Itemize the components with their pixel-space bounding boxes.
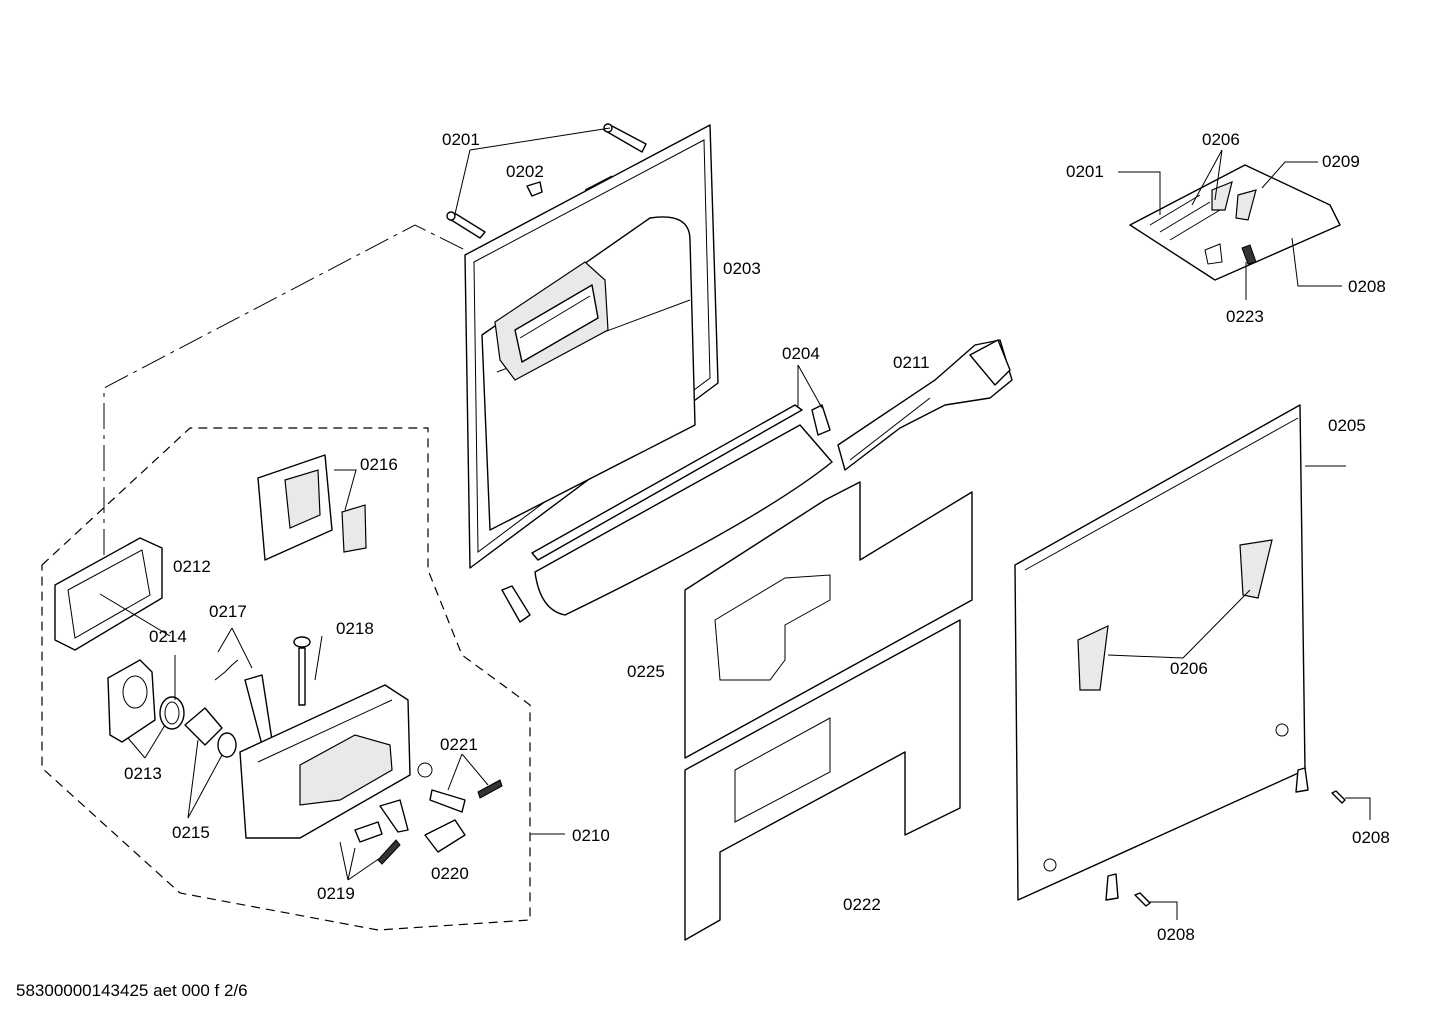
label-0206-bag: 0206 [1202,130,1240,149]
hardware-bag [1129,164,1341,281]
label-0215: 0215 [172,823,210,842]
label-0225: 0225 [627,662,665,681]
hinge-bracket [837,339,1013,471]
door-trim-strip [501,404,833,623]
callout-labels: 0201 0202 0203 0204 0211 0201 0206 0209 … [124,130,1390,944]
label-0203: 0203 [723,259,761,278]
document-reference: 58300000143425 aet 000 f 2/6 [16,981,248,1000]
label-0211: 0211 [893,353,930,372]
screw-0208-bottom [1134,892,1151,907]
label-0212: 0212 [173,557,211,576]
label-0223: 0223 [1226,307,1264,326]
label-0214: 0214 [149,627,187,646]
label-0202: 0202 [506,162,544,181]
label-0206-door: 0206 [1170,659,1208,678]
inner-door-panel [464,124,719,569]
screw-left [446,211,486,239]
door-assembly-outline [103,224,466,555]
button-housing-0214 [107,659,156,743]
label-0208-bottom: 0208 [1157,925,1195,944]
label-0205: 0205 [1328,416,1366,435]
hinge-clip-bottom [1105,873,1119,901]
label-0201-door: 0201 [442,130,480,149]
cover-0216 [257,454,367,561]
switch-parts-0219 [354,799,409,865]
insulation-panel-upper [684,481,973,759]
plug-0202 [526,181,543,197]
pin-0218 [293,636,311,706]
label-0219: 0219 [317,884,355,903]
connector-0220 [424,819,466,853]
label-0208-bag: 0208 [1348,277,1386,296]
ring-0213 [159,696,185,730]
screw-top-right [603,123,647,153]
label-0210: 0210 [572,826,610,845]
label-0221: 0221 [440,735,478,754]
label-0208-right: 0208 [1352,828,1390,847]
label-0209: 0209 [1322,152,1360,171]
label-0201-bag: 0201 [1066,162,1104,181]
insulation-panel-lower [684,619,961,941]
control-box-0210 [239,684,411,839]
label-0220: 0220 [431,864,469,883]
screw-0208-right [1331,790,1346,804]
label-0204: 0204 [782,344,820,363]
spring-0217 [214,659,273,746]
display-frame-0212 [54,537,163,651]
label-0216: 0216 [360,455,398,474]
control-panel-outline [41,427,531,931]
label-0217: 0217 [209,602,247,621]
hinge-clip-right [1295,767,1309,793]
label-0218: 0218 [336,619,374,638]
switch-parts-0221 [417,762,503,813]
knob-0215 [184,707,237,758]
label-0222: 0222 [843,895,881,914]
outer-door-panel [1014,404,1306,901]
leader-lines [99,127,1371,920]
label-0213: 0213 [124,764,162,783]
